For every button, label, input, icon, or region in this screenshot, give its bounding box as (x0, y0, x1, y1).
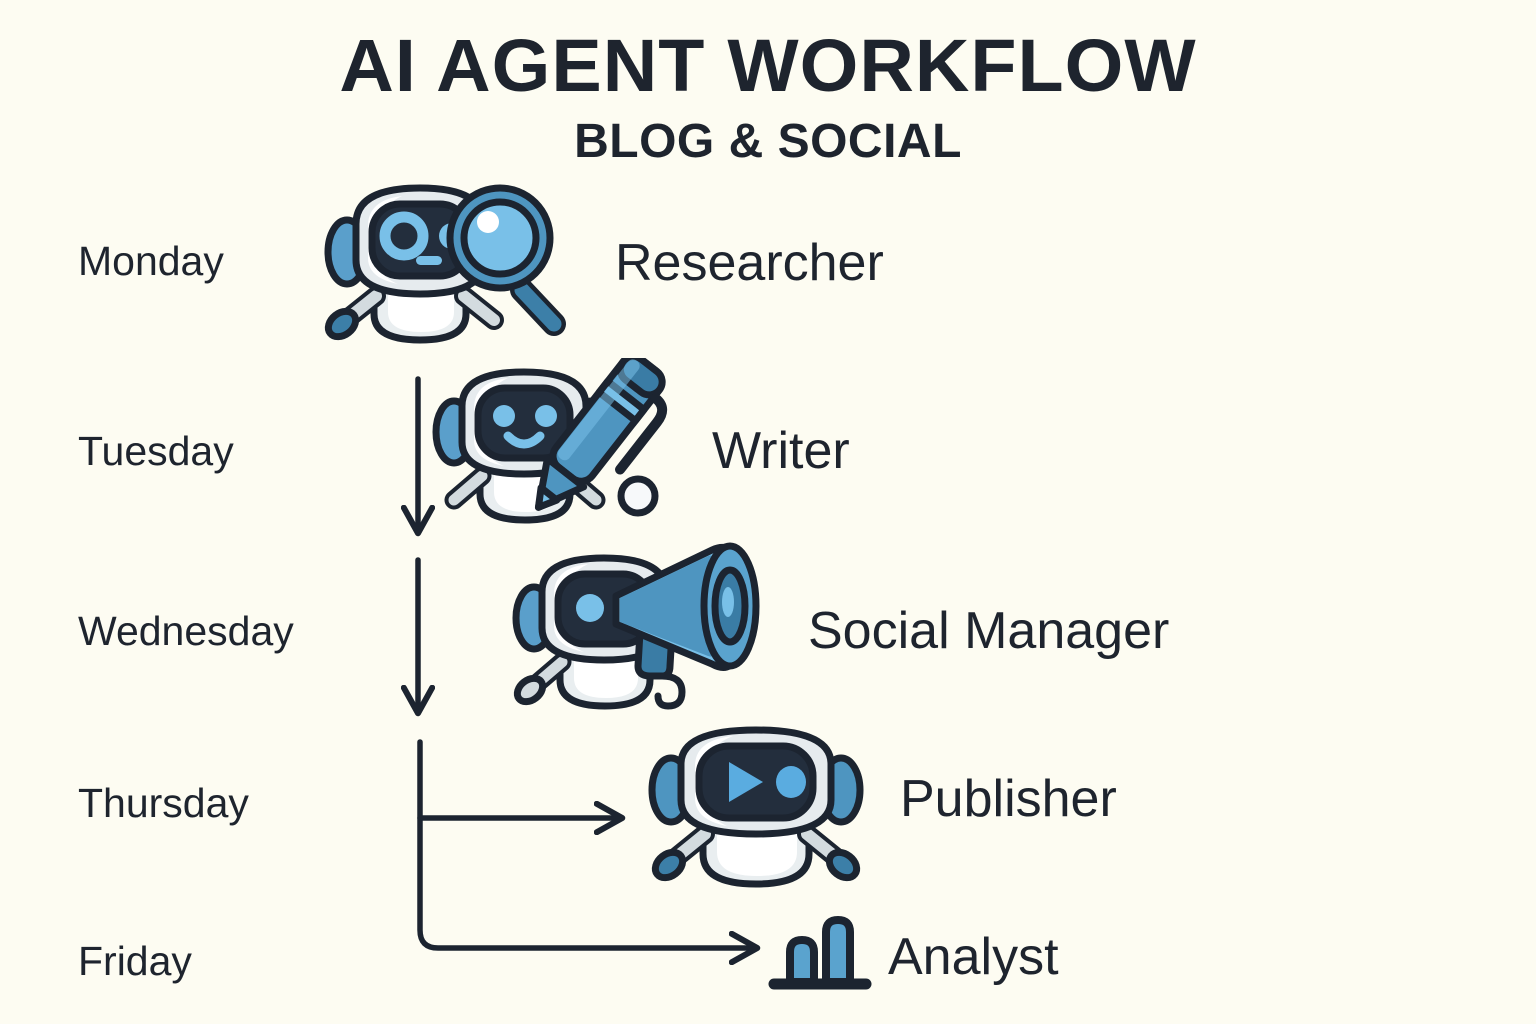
day-label-thursday: Thursday (78, 780, 249, 826)
role-label-social-manager: Social Manager (808, 602, 1170, 660)
robot-with-magnifier-icon (322, 172, 592, 367)
robot-with-megaphone-icon (512, 540, 792, 735)
day-label-monday: Monday (78, 238, 224, 284)
role-label-analyst: Analyst (888, 928, 1059, 986)
role-label-writer: Writer (712, 422, 850, 480)
page-title: AI AGENT WORKFLOW (339, 24, 1197, 107)
day-label-tuesday: Tuesday (78, 428, 234, 474)
day-label-friday: Friday (78, 938, 192, 984)
robot-with-play-button-icon (645, 718, 895, 908)
role-label-publisher: Publisher (900, 770, 1117, 828)
day-label-wednesday: Wednesday (78, 608, 294, 654)
robot-with-pen-icon (432, 358, 680, 548)
page-subtitle: BLOG & SOCIAL (574, 115, 962, 168)
bar-chart-icon (768, 916, 873, 996)
role-label-researcher: Researcher (615, 234, 884, 292)
